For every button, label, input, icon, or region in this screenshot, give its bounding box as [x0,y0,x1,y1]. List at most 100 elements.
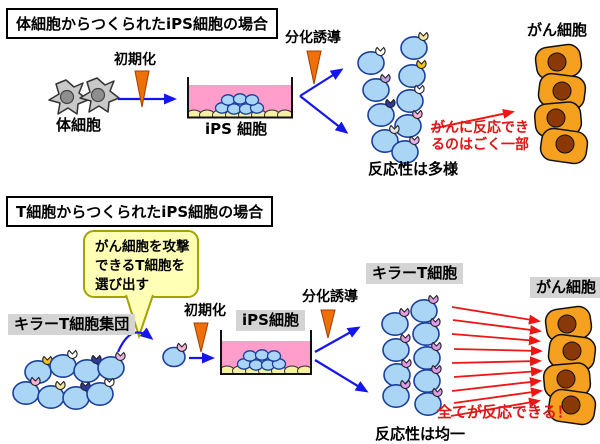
cancer-cells-top [533,43,589,165]
tcr-receptor-icon [375,46,386,57]
cancer-cells-label-bottom: がん細胞 [530,277,600,299]
t-cell [400,31,429,60]
tcr-receptor-icon [430,317,441,328]
killer-t-population-label: キラーT細胞集団 [8,314,136,336]
t-cell [357,46,386,75]
t-cell [410,294,439,323]
all-react-note: 全てが反応できる！ [437,403,572,421]
t-cell [73,354,102,383]
reprogram-label-bottom: 初期化 [184,303,226,319]
t-cell [49,349,78,378]
arrow-attack [453,366,543,378]
arrow-branch-down-top [299,95,349,134]
differentiation-label-bottom: 分化誘導 [302,289,358,305]
cancer-cells-label-top: がん細胞 [527,21,588,39]
cancer-cells-bottom [542,305,597,426]
cell-nucleus [90,87,106,103]
ips-cells-label-bottom: iPS細胞 [236,310,305,332]
t-cell [12,376,41,405]
t-cell [382,333,411,362]
tcr-receptor-icon [30,376,41,387]
bubble-tail [125,294,154,340]
arrow-attack [451,306,541,325]
tcr-receptor-icon [409,135,420,146]
t-cell [383,358,412,387]
t-cell [86,377,115,406]
t-cell [381,307,410,336]
arrow-attack [450,397,541,417]
cancer-nucleus [557,314,577,334]
cancer-nucleus [562,341,582,361]
reprogram-funnel-icon-top [134,70,150,108]
tcr-receptor-icon [414,84,425,95]
cell-nucleus [59,89,75,105]
tcr-receptor-icon [412,109,423,120]
t-cell [396,84,425,114]
ips-cell [242,350,258,362]
cancer-nucleus [546,108,566,128]
tcr-receptor-icon [418,31,429,42]
differentiation-label-top: 分化誘導 [285,30,341,46]
tcr-receptor-icon [104,377,115,388]
tcr-receptor-icon [431,341,442,352]
tcr-receptor-icon [432,387,443,398]
arrow-attack [453,387,543,404]
arrow-attack [451,356,542,367]
ips-cells-label-top: iPS 細胞 [205,120,268,138]
bubble-text-line: できるT細胞を [95,257,185,274]
cancer-nucleus [552,81,572,101]
tcr-receptor-icon [400,333,411,344]
ips-cell [220,94,236,106]
cancer-response-note-line2: るのはごく一部 [431,137,529,153]
tcr-receptor-icon [176,342,188,352]
arrow-attack [451,333,541,346]
cancer-nucleus [561,395,581,415]
t-cell [62,381,91,410]
tcr-receptor-icon [67,349,78,360]
tcr-receptor-icon [389,124,400,135]
t-cell [97,351,126,380]
arrow-branch-up-bottom [314,326,361,353]
arrow-attack [453,345,543,356]
tcr-receptor-icon [385,98,396,109]
t-cell [391,135,420,165]
uniform-reactivity-label: 反応性は均一 [375,425,466,443]
ips-cell [266,350,282,362]
differentiation-funnel-icon-bottom [320,309,336,339]
tcr-receptor-icon [55,380,66,391]
arrow-branch-down-bottom [314,359,369,393]
ips-colony [214,93,265,115]
arrow-branch-up-top [299,68,344,97]
t-cell [37,380,66,409]
t-cell [362,73,391,103]
t-cell [412,317,441,346]
t-cell [414,387,443,416]
feeder-cell [297,365,310,374]
t-cell [413,364,442,393]
bottom-panel-title: T細胞からつくられたiPS細胞の場合 [6,196,274,227]
cancer-nucleus [556,369,576,389]
differentiation-funnel-icon-top [306,50,322,85]
t-cell [413,341,442,370]
bubble-text-line: がん細胞を攻撃 [95,239,190,255]
reprogram-funnel-icon-bottom [193,322,209,353]
attack-arrows [450,306,543,417]
t-cell [394,109,423,139]
killer-t-label: キラーT細胞 [366,263,464,285]
t-cell [367,98,396,128]
speech-bubble [83,230,199,340]
culture-dish-bottom [220,330,312,375]
t-cell [398,59,427,89]
tcr-receptor-icon [428,294,439,305]
feeder-cell [277,109,291,117]
uniform-killer-t-cells [381,294,443,416]
t-cell [162,342,188,368]
tcr-receptor-icon [400,379,411,390]
selected-killer-t-cell [162,342,188,368]
top-panel-title: 体細胞からつくられたiPS細胞の場合 [6,8,278,39]
t-cell [371,124,400,154]
dish-outline [220,330,312,375]
tcr-receptor-icon [416,59,427,70]
